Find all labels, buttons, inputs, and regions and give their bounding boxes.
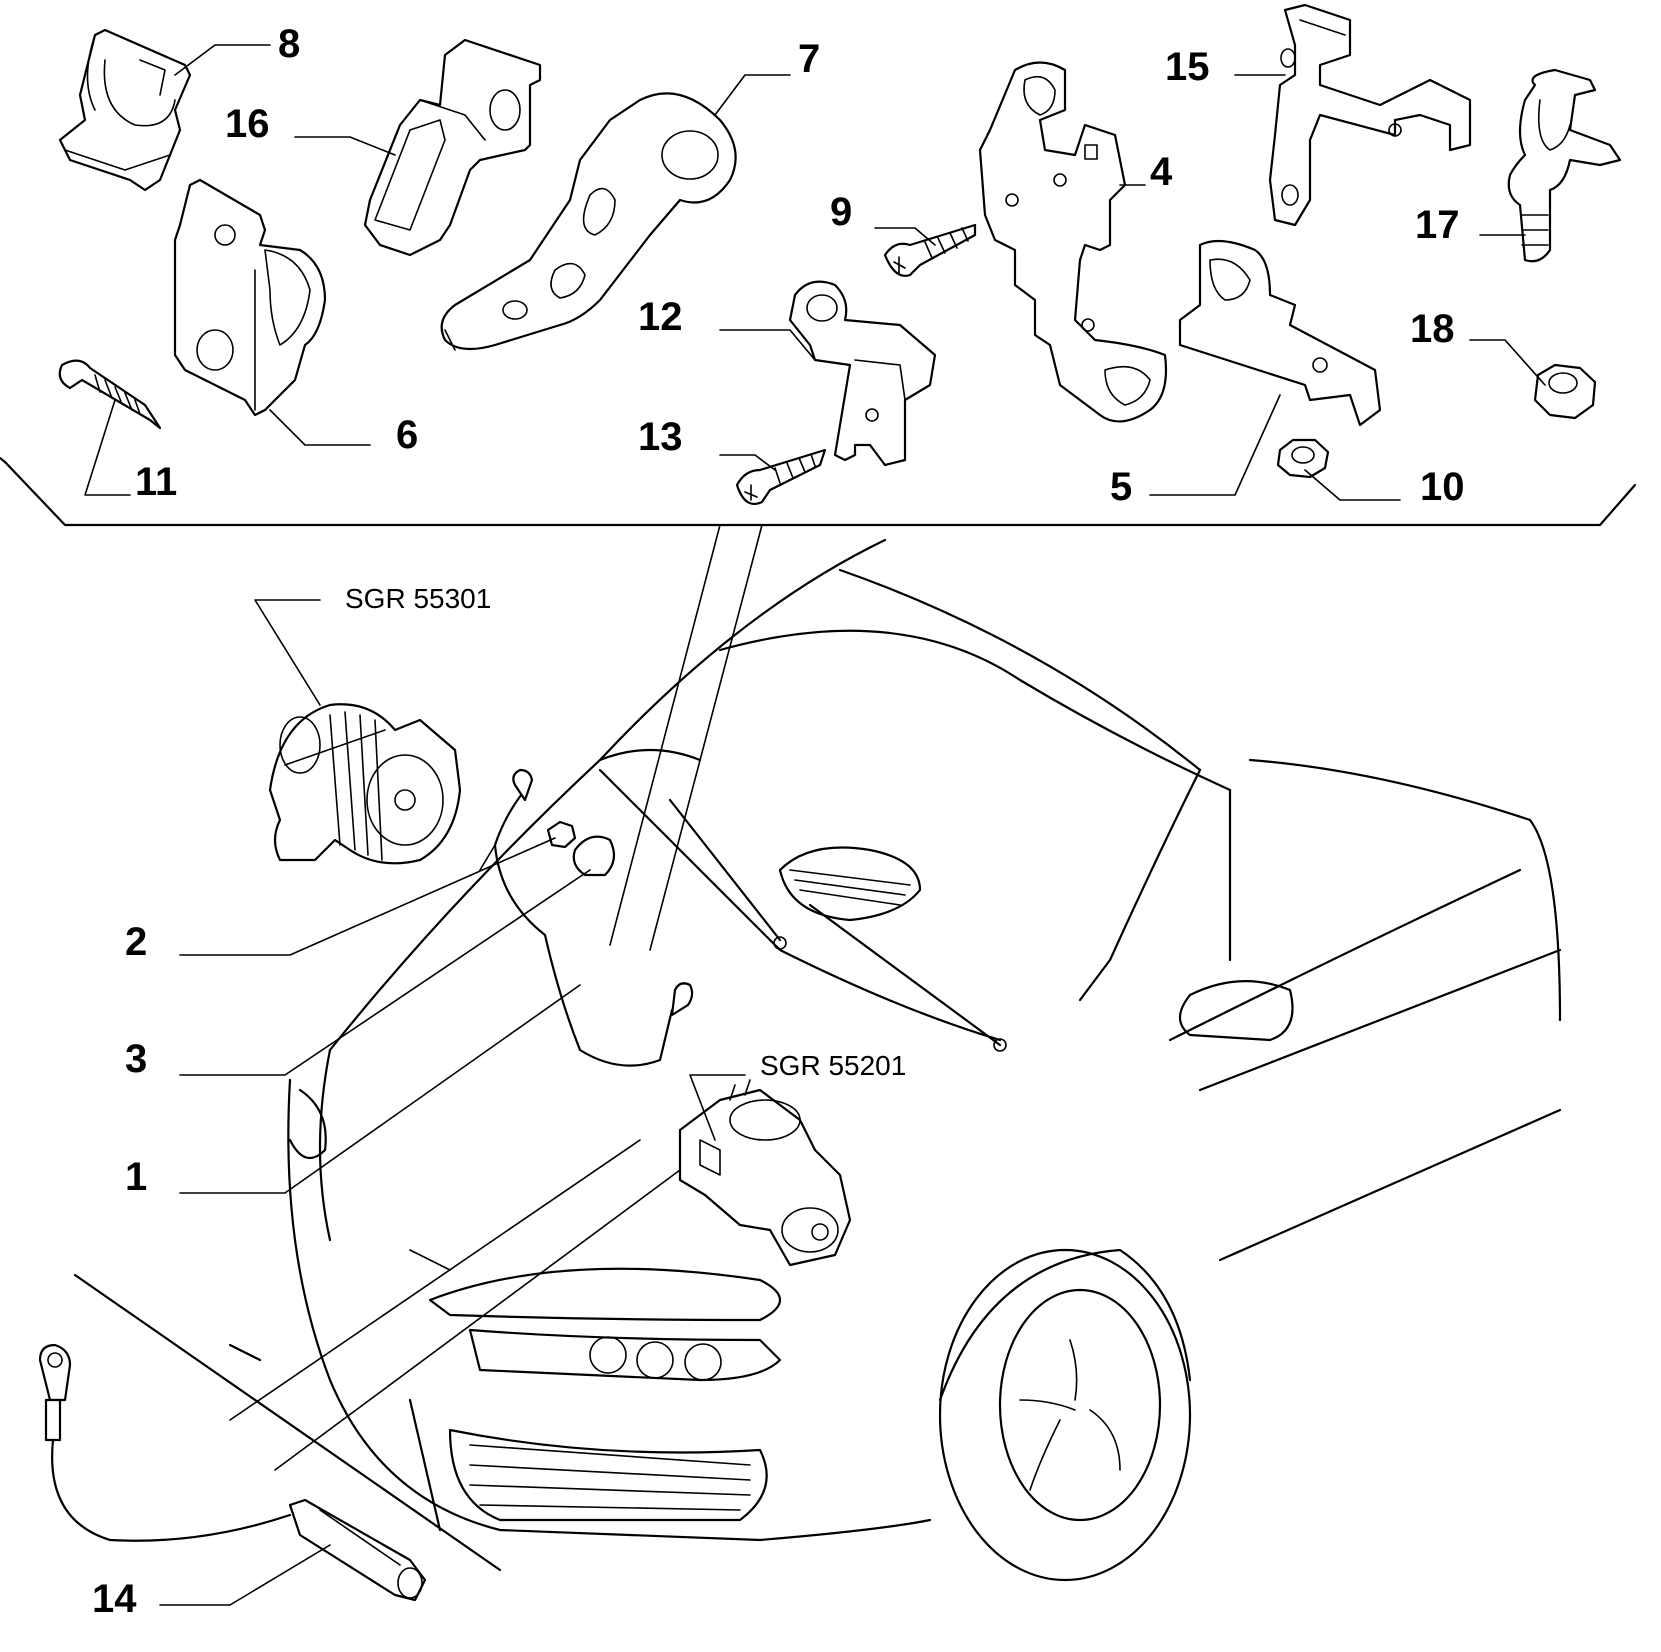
callout-9: 9 [830, 190, 852, 234]
part-1-cable [479, 768, 694, 1067]
part-13-screw [735, 448, 827, 506]
part-4-bracket [978, 61, 1168, 423]
callout-7: 7 [798, 37, 820, 81]
callout-11: 11 [135, 460, 177, 504]
part-8-clip [58, 28, 192, 192]
car-illustration [73, 538, 1562, 1582]
callout-16: 16 [225, 102, 270, 146]
part-11-screw [58, 359, 162, 430]
callout-15: 15 [1165, 45, 1210, 89]
alternator [268, 703, 462, 865]
part-12-bracket [788, 280, 937, 467]
starter-motor [678, 1079, 852, 1267]
starter-leader [689, 1074, 746, 1141]
callout-10: 10 [1420, 465, 1465, 509]
part-5-bracket [1178, 239, 1382, 427]
part-18-nut [1533, 363, 1597, 420]
callout-17: 17 [1415, 203, 1460, 247]
part-7-bracket [440, 92, 737, 351]
top-leaders [84, 44, 1546, 501]
callout-13: 13 [638, 415, 683, 459]
callout-12: 12 [638, 295, 683, 339]
callout-18: 18 [1410, 307, 1455, 351]
callout-6: 6 [396, 413, 418, 457]
part-2-nut [546, 820, 577, 849]
part-16-bracket [363, 38, 542, 257]
part-9-screw [883, 223, 977, 277]
callout-8: 8 [278, 22, 300, 66]
alternator-leader [254, 599, 321, 706]
callout-5: 5 [1110, 465, 1132, 509]
part-17-clip [1507, 68, 1622, 263]
part-10-nut [1276, 438, 1330, 479]
callout-2: 2 [125, 920, 147, 964]
callout-4: 4 [1150, 150, 1173, 194]
alternator-ref: SGR 55301 [345, 583, 491, 614]
callout-1: 1 [125, 1155, 147, 1199]
part-15-bracket [1268, 3, 1472, 227]
callout-14: 14 [92, 1577, 137, 1621]
part-3-cap [572, 835, 616, 877]
starter-ref: SGR 55201 [760, 1050, 906, 1081]
parts-group-outline [3, 460, 1637, 527]
callout-3: 3 [125, 1037, 147, 1081]
part-14-ground-cable [38, 1343, 427, 1602]
part-6-bracket [173, 178, 327, 417]
